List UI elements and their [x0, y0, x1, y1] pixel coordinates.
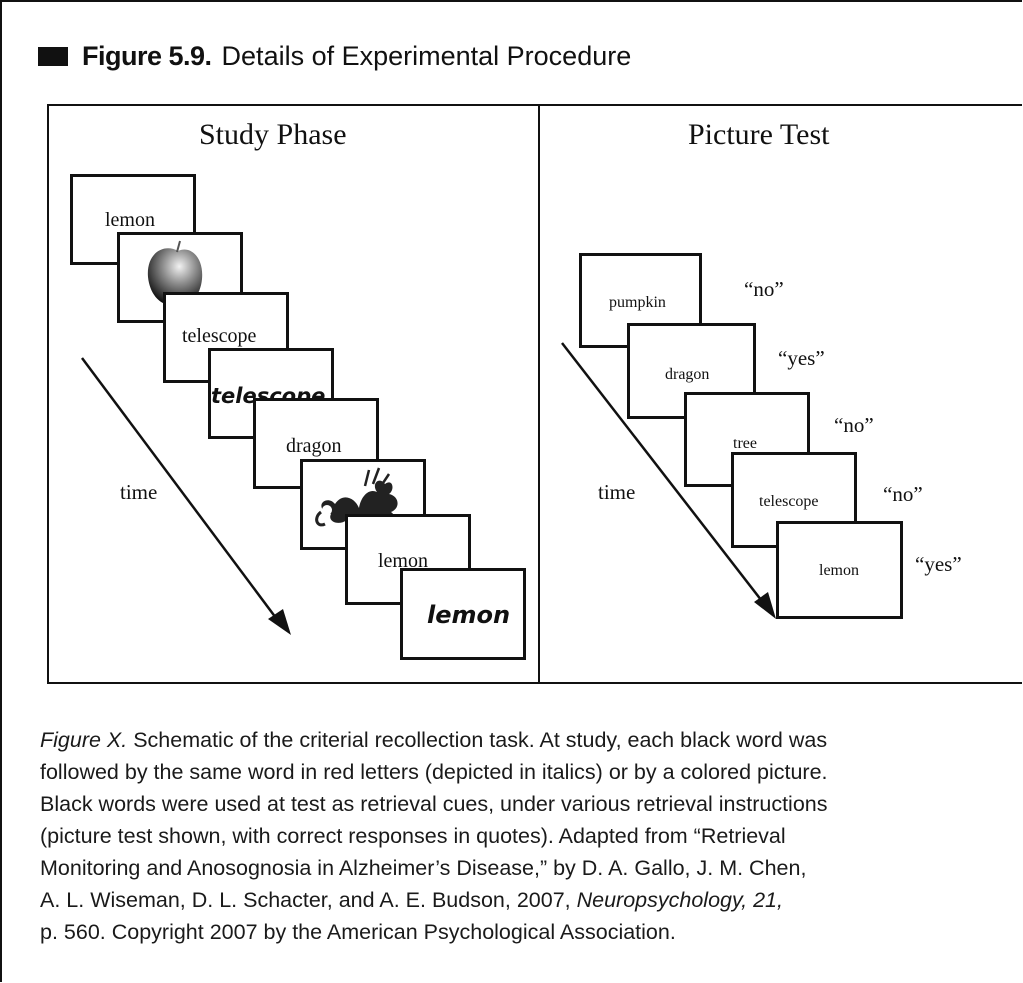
caption-line: Black words were used at test as retriev…	[40, 792, 828, 816]
caption-line: Figure X. Schematic of the criterial rec…	[40, 728, 828, 752]
test-response: “no”	[834, 413, 874, 437]
caption-line: p. 560. Copyright 2007 by the American P…	[40, 920, 676, 944]
test-time-label: time	[598, 480, 636, 504]
figure-caption: Figure X. Schematic of the criterial rec…	[40, 724, 1010, 948]
test-card-word: tree	[733, 435, 757, 452]
caption-line: Monitoring and Anosognosia in Alzheimer’…	[40, 856, 807, 880]
caption-journal: Neuropsychology, 21,	[576, 888, 783, 912]
study-card-word-text: lemon	[378, 550, 428, 572]
study-card-word-text: dragon	[286, 435, 342, 457]
test-card-word: lemon	[819, 562, 859, 579]
test-response: “no”	[744, 277, 784, 301]
study-card-red-word: lemon	[400, 568, 526, 660]
study-time-label: time	[120, 480, 158, 504]
study-card-word-text: lemon	[105, 209, 155, 231]
test-card-word: pumpkin	[609, 294, 666, 311]
caption-line: A. L. Wiseman, D. L. Schacter, and A. E.…	[40, 888, 783, 912]
test-response: “no”	[883, 482, 923, 506]
caption-line: (picture test shown, with correct respon…	[40, 824, 786, 848]
figure-heading: Figure 5.9. Details of Experimental Proc…	[38, 38, 631, 74]
test-card-word: telescope	[759, 493, 819, 510]
study-card-red-word-text: lemon	[427, 601, 511, 629]
caption-line: followed by the same word in red letters…	[40, 760, 828, 784]
figure-title: Details of Experimental Procedure	[221, 40, 632, 71]
picture-test-title: Picture Test	[688, 118, 830, 151]
test-response: “yes”	[915, 552, 962, 576]
apple-picture-icon	[147, 240, 203, 305]
diagram-frame	[47, 104, 1022, 684]
figure-label: Figure 5.9.	[82, 40, 212, 71]
test-card-word: dragon	[665, 366, 710, 383]
figure-marker-icon	[38, 46, 68, 66]
panel-divider	[538, 104, 540, 684]
test-card: lemon	[776, 521, 903, 619]
study-phase-title: Study Phase	[199, 118, 347, 151]
study-card-word-text: telescope	[182, 325, 257, 347]
test-response: “yes”	[778, 346, 825, 370]
caption-lead: Figure X.	[40, 728, 128, 752]
